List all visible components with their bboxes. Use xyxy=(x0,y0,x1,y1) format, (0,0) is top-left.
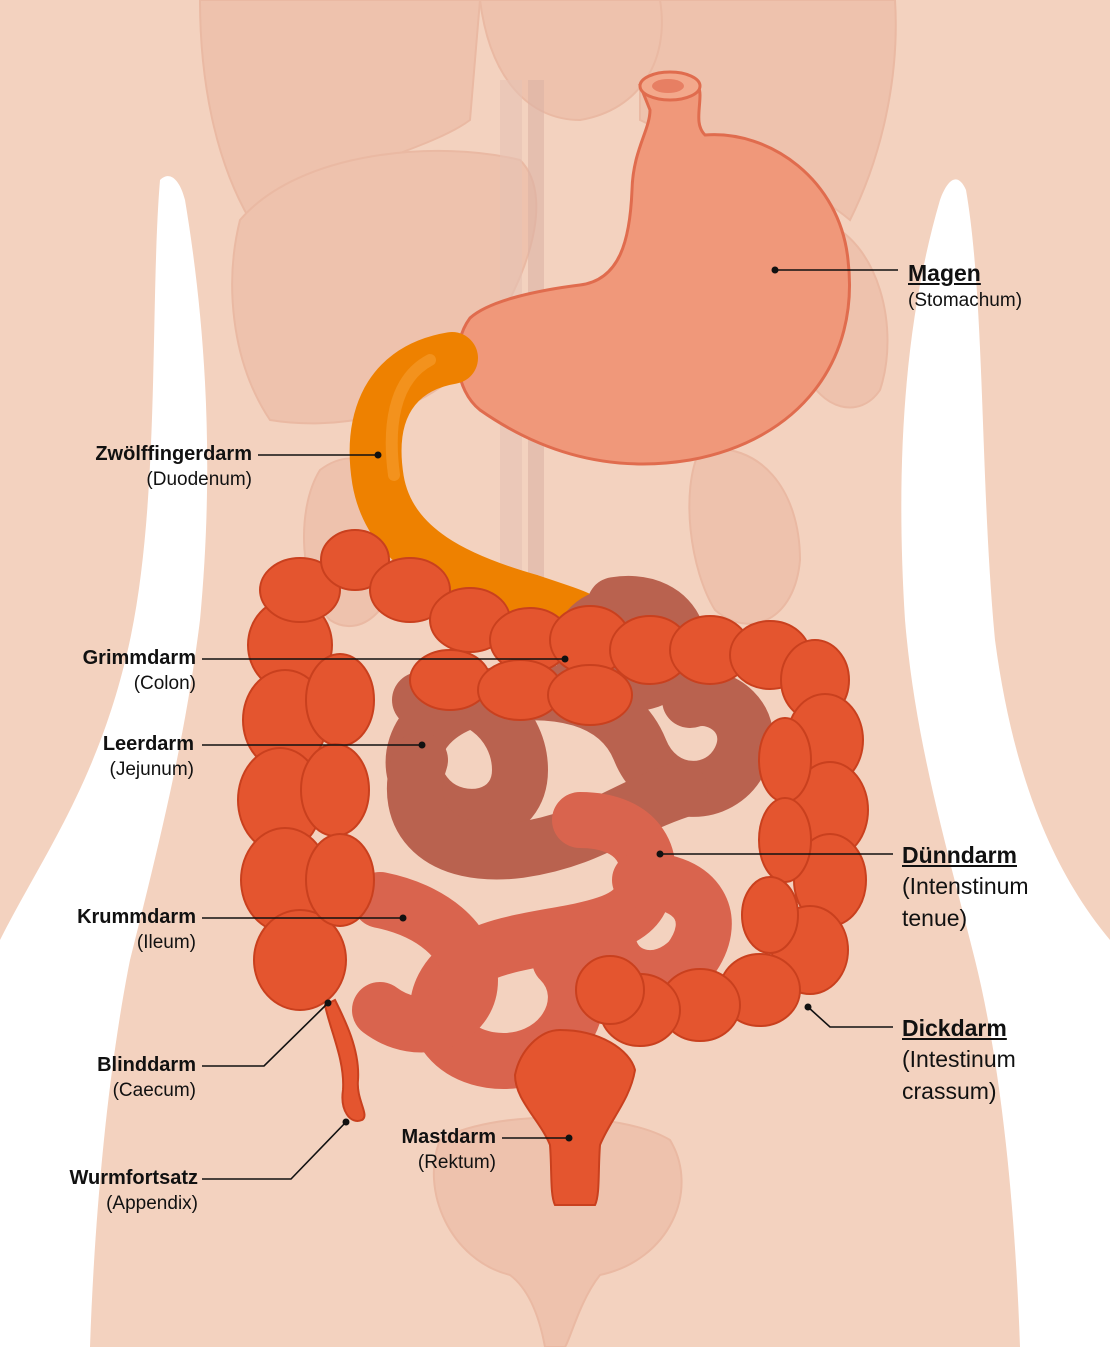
label-magen: Magen (Stomachum) xyxy=(908,258,1022,314)
leader-dots xyxy=(324,266,812,1142)
left-arm-gap xyxy=(0,176,208,1347)
label-leerdarm: Leerdarm (Jejunum) xyxy=(103,731,194,783)
duodenum-organ xyxy=(349,332,606,644)
label-krummdarm: Krummdarm (Ileum) xyxy=(77,904,196,956)
label-duenndarm-title: Dünndarm xyxy=(902,842,1017,868)
leader-dick xyxy=(807,1006,893,1028)
label-mast-title: Mastdarm xyxy=(401,1126,496,1148)
leader-blind xyxy=(202,1002,329,1067)
colon-organ xyxy=(237,529,869,1047)
label-duenndarm-sub1: (Intenstinum xyxy=(902,873,1029,899)
label-zwoelf-sub: (Duodenum) xyxy=(146,469,252,490)
label-blinddarm: Blinddarm (Caecum) xyxy=(97,1052,196,1104)
bladder-ghost xyxy=(432,1116,683,1347)
label-krumm-sub: (Ileum) xyxy=(136,932,196,953)
label-leer-sub: (Jejunum) xyxy=(109,759,194,780)
rectum-organ xyxy=(513,1028,637,1206)
label-mast-sub: (Rektum) xyxy=(417,1152,496,1173)
leader-lines xyxy=(202,269,898,1180)
label-duenndarm-sub2: tenue) xyxy=(902,905,968,931)
heart-ghost xyxy=(478,0,663,122)
label-mastdarm: Mastdarm (Rektum) xyxy=(402,1124,496,1176)
right-arm-gap xyxy=(901,179,1110,1347)
stomach-organ xyxy=(456,72,851,466)
label-magen-sub: (Stomachum) xyxy=(908,290,1023,311)
label-wurmfortsatz: Wurmfortsatz (Appendix) xyxy=(69,1165,198,1217)
label-duenndarm: Dünndarm (Intenstinum tenue) xyxy=(902,840,1029,934)
label-dickdarm-sub1: (Intestinum xyxy=(902,1046,1016,1072)
label-magen-title: Magen xyxy=(908,260,981,286)
label-leer-title: Leerdarm xyxy=(102,733,194,755)
label-dickdarm-sub2: crassum) xyxy=(902,1078,997,1104)
label-zwoelf-title: Zwölffingerdarm xyxy=(95,443,252,465)
label-blind-title: Blinddarm xyxy=(97,1054,196,1076)
label-krumm-title: Krummdarm xyxy=(77,906,196,928)
appendix-organ xyxy=(323,998,366,1122)
leader-wurm xyxy=(202,1121,347,1180)
label-blind-sub: (Caecum) xyxy=(112,1080,196,1101)
label-grimm-sub: (Colon) xyxy=(133,673,196,694)
label-wurm-sub: (Appendix) xyxy=(106,1193,198,1214)
label-grimmdarm: Grimmdarm (Colon) xyxy=(83,645,196,697)
label-dickdarm: Dickdarm (Intestinum crassum) xyxy=(902,1013,1016,1107)
right-kidney-ghost xyxy=(688,447,802,625)
label-wurm-title: Wurmfortsatz xyxy=(69,1167,198,1189)
label-zwoelffingerdarm: Zwölffingerdarm (Duodenum) xyxy=(95,441,252,493)
label-dickdarm-title: Dickdarm xyxy=(902,1015,1007,1041)
label-grimm-title: Grimmdarm xyxy=(82,647,196,669)
